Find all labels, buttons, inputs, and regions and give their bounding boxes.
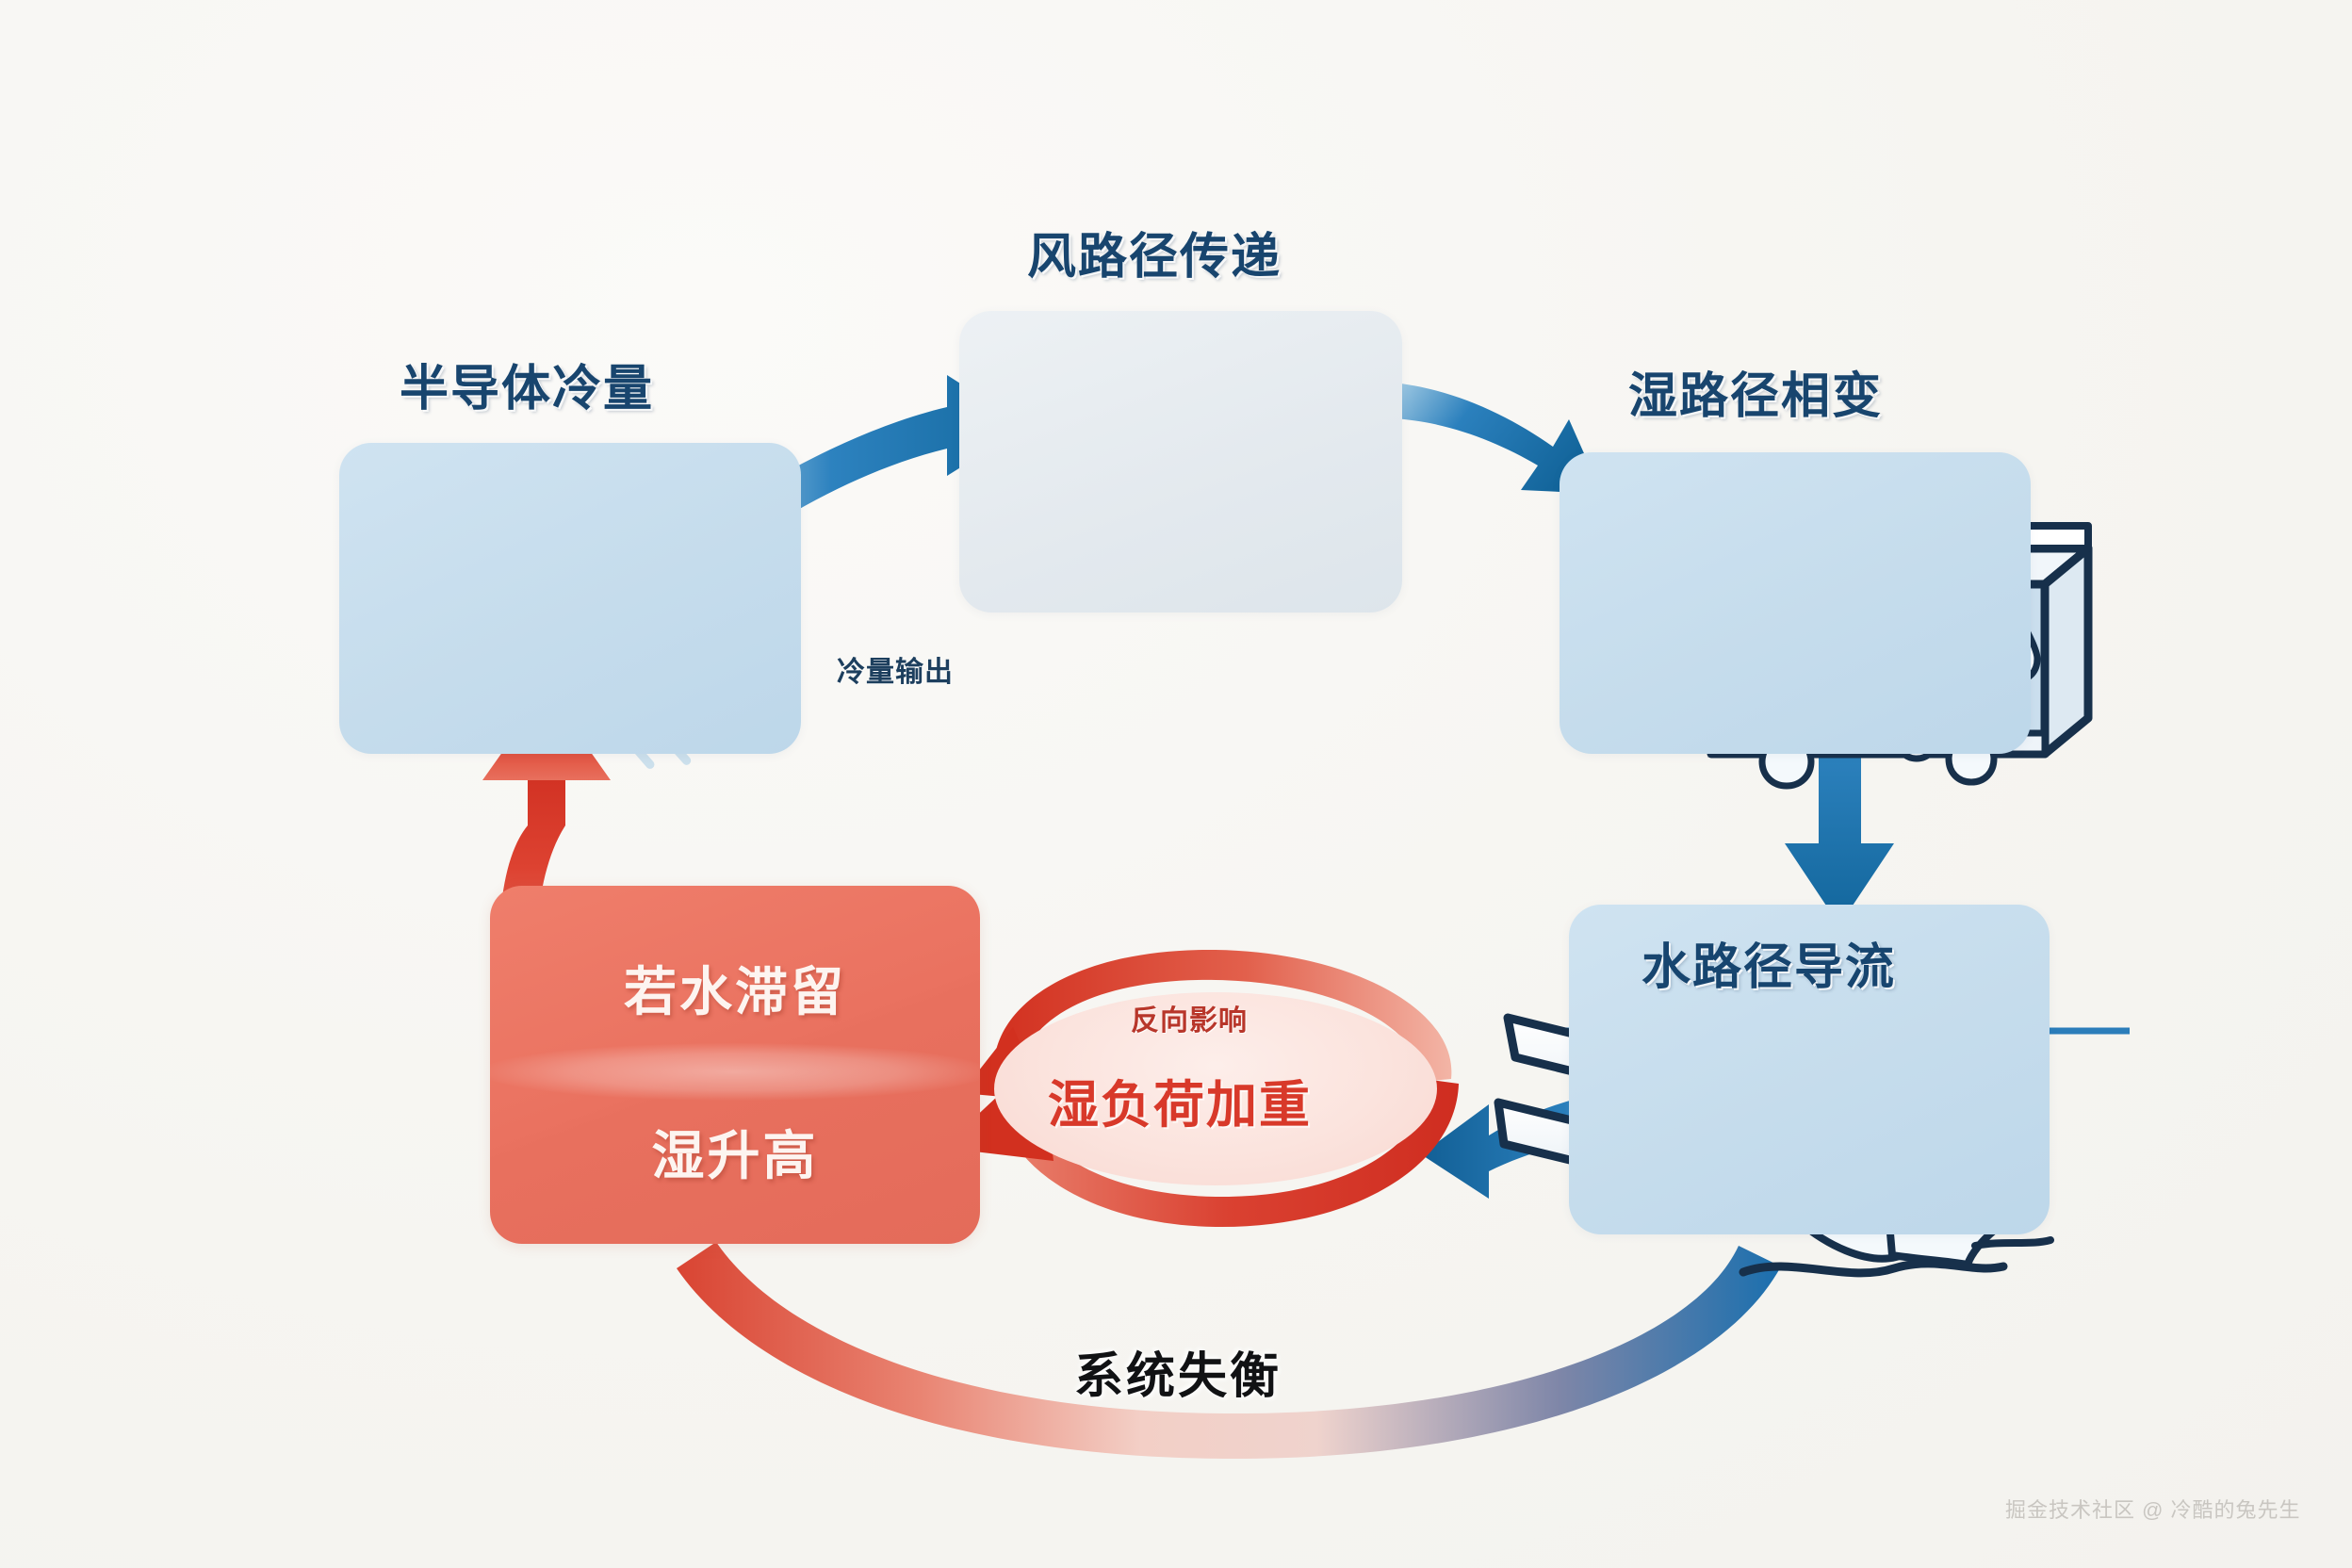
- arc-system-imbalance: [677, 1242, 1781, 1459]
- watermark: 掘金技术社区 @ 冷酷的兔先生: [2005, 1498, 2301, 1522]
- system-imbalance-label: 系统失衡: [1074, 1349, 1282, 1404]
- card-water-path[interactable]: [1569, 905, 2050, 1234]
- card-wet-path[interactable]: [1560, 452, 2031, 754]
- card-water-retention-line2: 湿升高: [651, 1126, 819, 1185]
- title-water-path: 水路径导流: [1642, 940, 1897, 995]
- card-water-retention-line1: 若水滞留: [624, 962, 846, 1021]
- arrow-wetpath-to-waterpath: [1785, 747, 1894, 925]
- feedback-label: 湿负荷加重: [1048, 1077, 1312, 1134]
- card-air-path[interactable]: [959, 311, 1402, 612]
- title-semiconductor: 半导体冷量: [400, 362, 655, 416]
- card-water-retention[interactable]: 若水滞留 湿升高: [490, 886, 980, 1244]
- title-air-path: 风路径传递: [1027, 230, 1282, 285]
- reverse-effect-label: 反向影响: [1131, 1005, 1248, 1037]
- arrow-semiconductor-to-fan: [726, 375, 1027, 537]
- arrow-fan-to-wetpath: [1392, 383, 1602, 494]
- card-lens-highlight: [490, 1043, 980, 1101]
- feedback-ellipse-fill: [994, 992, 1437, 1185]
- card-semiconductor[interactable]: [339, 443, 801, 754]
- title-wet-path: 湿路径相变: [1628, 369, 1884, 424]
- label-cold-output: 冷量输出: [837, 657, 954, 688]
